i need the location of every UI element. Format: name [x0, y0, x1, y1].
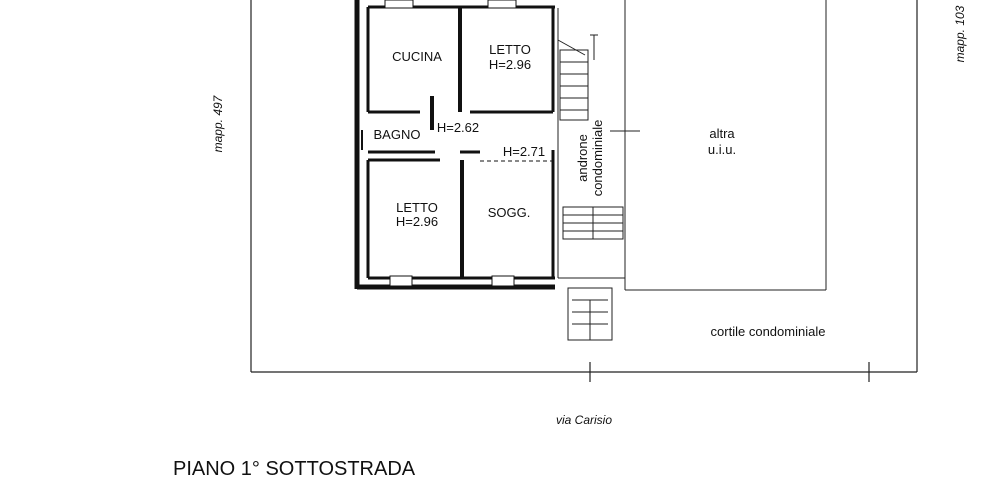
apartment-walls [354, 0, 555, 290]
stairwell [557, 8, 625, 341]
room-label-letto-top: LETTO [489, 42, 531, 57]
mapp-left-label: mapp. 497 [211, 94, 225, 152]
lot-boundary [250, 0, 918, 382]
floor-title: PIANO 1° SOTTOSTRADA [173, 458, 416, 480]
courtyard-label: cortile condominiale [711, 324, 826, 339]
androne-label-line1: androne [575, 134, 590, 182]
androne-label-line2: condominiale [590, 120, 605, 197]
room-height-corridor-1: H=2.62 [437, 120, 479, 135]
mapp-right-label: mapp. 103 [953, 5, 967, 62]
other-unit-label-line1: altra [709, 126, 735, 141]
room-height-corridor-2: H=2.71 [503, 144, 545, 159]
street-label: via Carisio [556, 413, 612, 427]
room-label-cucina: CUCINA [392, 49, 442, 64]
other-unit-outline [610, 0, 827, 291]
room-height-letto-top: H=2.96 [489, 57, 531, 72]
room-label-bagno: BAGNO [374, 127, 421, 142]
room-label-soggiorno: SOGG. [488, 205, 531, 220]
room-height-letto-bottom: H=2.96 [396, 214, 438, 229]
room-label-letto-bottom: LETTO [396, 200, 438, 215]
other-unit-label-line2: u.i.u. [708, 142, 736, 157]
